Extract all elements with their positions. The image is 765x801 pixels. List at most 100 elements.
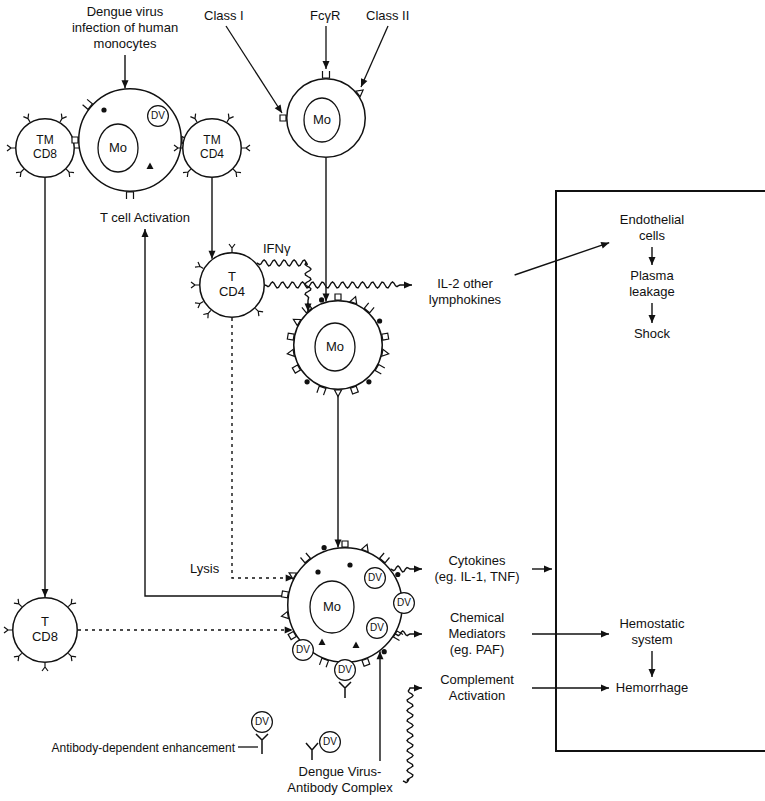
- arrow-line: [532, 687, 609, 688]
- receptor: [382, 349, 389, 356]
- cell-label: TM CD4: [192, 134, 232, 162]
- arrow-head: [414, 566, 422, 573]
- outcome-box: Endothelial cellsPlasma leakageShockHemo…: [555, 190, 765, 752]
- outcome-step: Endothelial cells: [612, 212, 692, 244]
- nucleus: [315, 323, 355, 371]
- receptor: [394, 631, 404, 641]
- cell-membrane: [335, 660, 356, 681]
- antigen-triangle: [147, 163, 154, 170]
- receptor: [4, 627, 12, 633]
- memory-t-cell: TM CD8: [15, 118, 75, 178]
- t-cell: T CD8: [12, 597, 78, 663]
- mediator-note: Cytokines(eg. IL-1, TNF): [425, 553, 529, 585]
- receptor: [289, 573, 296, 579]
- arrow-line: [337, 390, 338, 547]
- outcome-step: Hemostatic system: [612, 616, 692, 648]
- nucleus: [98, 124, 138, 172]
- connector: [265, 282, 412, 289]
- node-text: Chemical Mediators: [425, 610, 529, 642]
- connector: [391, 566, 423, 573]
- arrow-line: [379, 651, 380, 761]
- connector: [42, 178, 49, 597]
- mediator-note: Chemical Mediators(eg. PAF): [425, 610, 529, 658]
- receptor: [72, 137, 78, 143]
- antigen-dot: [101, 107, 106, 112]
- cell-label: DV: [334, 664, 356, 676]
- cell-label: TM CD8: [25, 134, 65, 162]
- cell-outline: [78, 88, 182, 192]
- receptor: [242, 145, 250, 151]
- connector: [403, 685, 422, 783]
- annotation-label: Class II: [366, 8, 409, 24]
- annotation-label: FcγR: [310, 8, 340, 24]
- cell-membrane: [13, 598, 78, 663]
- cell-membrane: [293, 640, 314, 661]
- receptor: [335, 390, 342, 397]
- arrow-head: [649, 669, 656, 677]
- dotted-arrow: [78, 629, 293, 630]
- monocyte: Mo: [286, 78, 366, 158]
- receptor: [16, 169, 24, 177]
- receptor: [302, 303, 312, 313]
- node-text: Shock: [612, 326, 692, 342]
- arrow-head: [414, 685, 422, 692]
- cell-label: DV: [393, 597, 415, 609]
- node-text: Cytokines: [425, 553, 529, 569]
- node-text: Endothelial cells: [612, 212, 692, 244]
- connector: [209, 178, 216, 259]
- arrow-head: [323, 61, 330, 69]
- cell-membrane: [287, 79, 366, 158]
- arrow-head: [601, 685, 609, 692]
- connector: [232, 318, 294, 582]
- receptor: [301, 553, 311, 563]
- arrow-head: [275, 104, 282, 113]
- receptor: [293, 319, 300, 325]
- arrow-head: [404, 282, 412, 289]
- receptor: [292, 365, 300, 373]
- receptor: [23, 114, 30, 122]
- t-cell: T CD4: [199, 252, 265, 318]
- receptor: [195, 262, 203, 269]
- arrow-head: [42, 589, 49, 597]
- cell-label: DV: [292, 644, 314, 656]
- dengue-virus: DV: [364, 567, 386, 589]
- arrow-line: [44, 178, 45, 597]
- outcome-step: Plasma leakage: [612, 268, 692, 300]
- connector: [515, 242, 610, 275]
- receptor: [233, 169, 241, 177]
- connector: [395, 631, 422, 638]
- receptor: [14, 599, 22, 607]
- arrow-head: [122, 80, 129, 88]
- arrow-head: [601, 631, 609, 638]
- receptor: [60, 114, 67, 122]
- cell-membrane: [288, 548, 403, 663]
- annotation-label: Lysis: [190, 561, 219, 577]
- receptor: [127, 192, 134, 199]
- nucleus: [304, 98, 340, 142]
- memory-t-cell: TM CD4: [182, 118, 242, 178]
- receptor: [7, 145, 15, 151]
- receptor: [191, 282, 199, 288]
- cell-membrane: [294, 301, 383, 390]
- connector: [532, 685, 609, 692]
- receptor: [335, 294, 341, 300]
- receptor: [68, 653, 76, 661]
- dengue-virus: DV: [292, 639, 314, 661]
- antibody-symbol: [339, 682, 351, 698]
- antibody-symbol: [306, 743, 318, 760]
- receptor: [317, 386, 326, 395]
- receptor: [364, 303, 374, 313]
- outcome-step: Hemorrhage: [612, 680, 692, 696]
- dengue-virus: DV: [251, 711, 273, 733]
- receptor: [356, 90, 363, 97]
- receptor: [229, 244, 235, 252]
- receptor: [174, 145, 182, 151]
- start-note: Dengue virus infection of human monocyte…: [69, 4, 181, 52]
- arrow-line: [532, 633, 609, 634]
- receptor: [322, 545, 327, 550]
- cell-label: Mo: [307, 113, 337, 128]
- wavy-arrow: [265, 282, 412, 288]
- receptor: [305, 379, 310, 384]
- annotation-label: Antibody-dependent enhancement: [52, 740, 235, 756]
- receptor: [350, 297, 357, 304]
